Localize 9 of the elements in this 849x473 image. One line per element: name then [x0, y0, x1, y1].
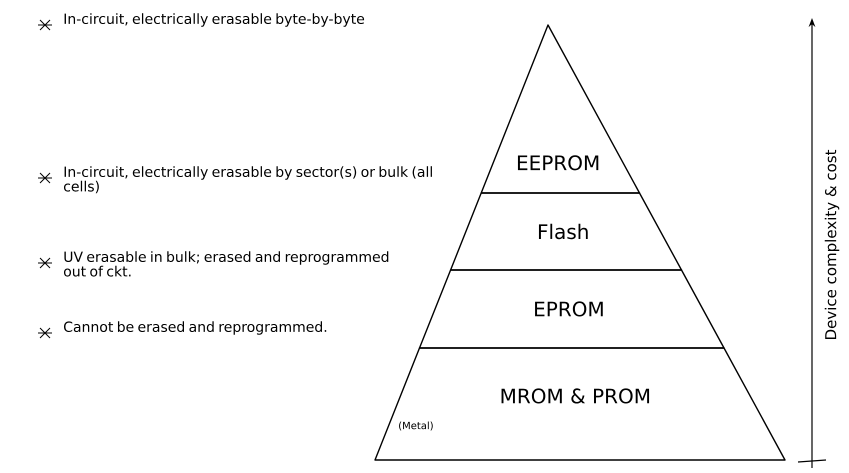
note-text: Cannot be erased and reprogrammed. [64, 321, 326, 335]
note-text: In-circuit, electrically erasable byte-by-byte [64, 13, 364, 27]
pyramid-band: EEPROM [480, 24, 640, 194]
note-text: In-circuit, electrically erasable by sector(s) or bulk (all cells) [64, 166, 432, 194]
pyramid-band: EPROM [418, 269, 725, 349]
note-text: UV erasable in bulk; erased and reprogrammed out of ckt. [64, 251, 388, 277]
pyramid-band: Flash [450, 192, 682, 271]
axis-label: Device complexity & cost [824, 150, 840, 339]
pyramid-band: MROM & PROM (Metal) [374, 347, 786, 461]
